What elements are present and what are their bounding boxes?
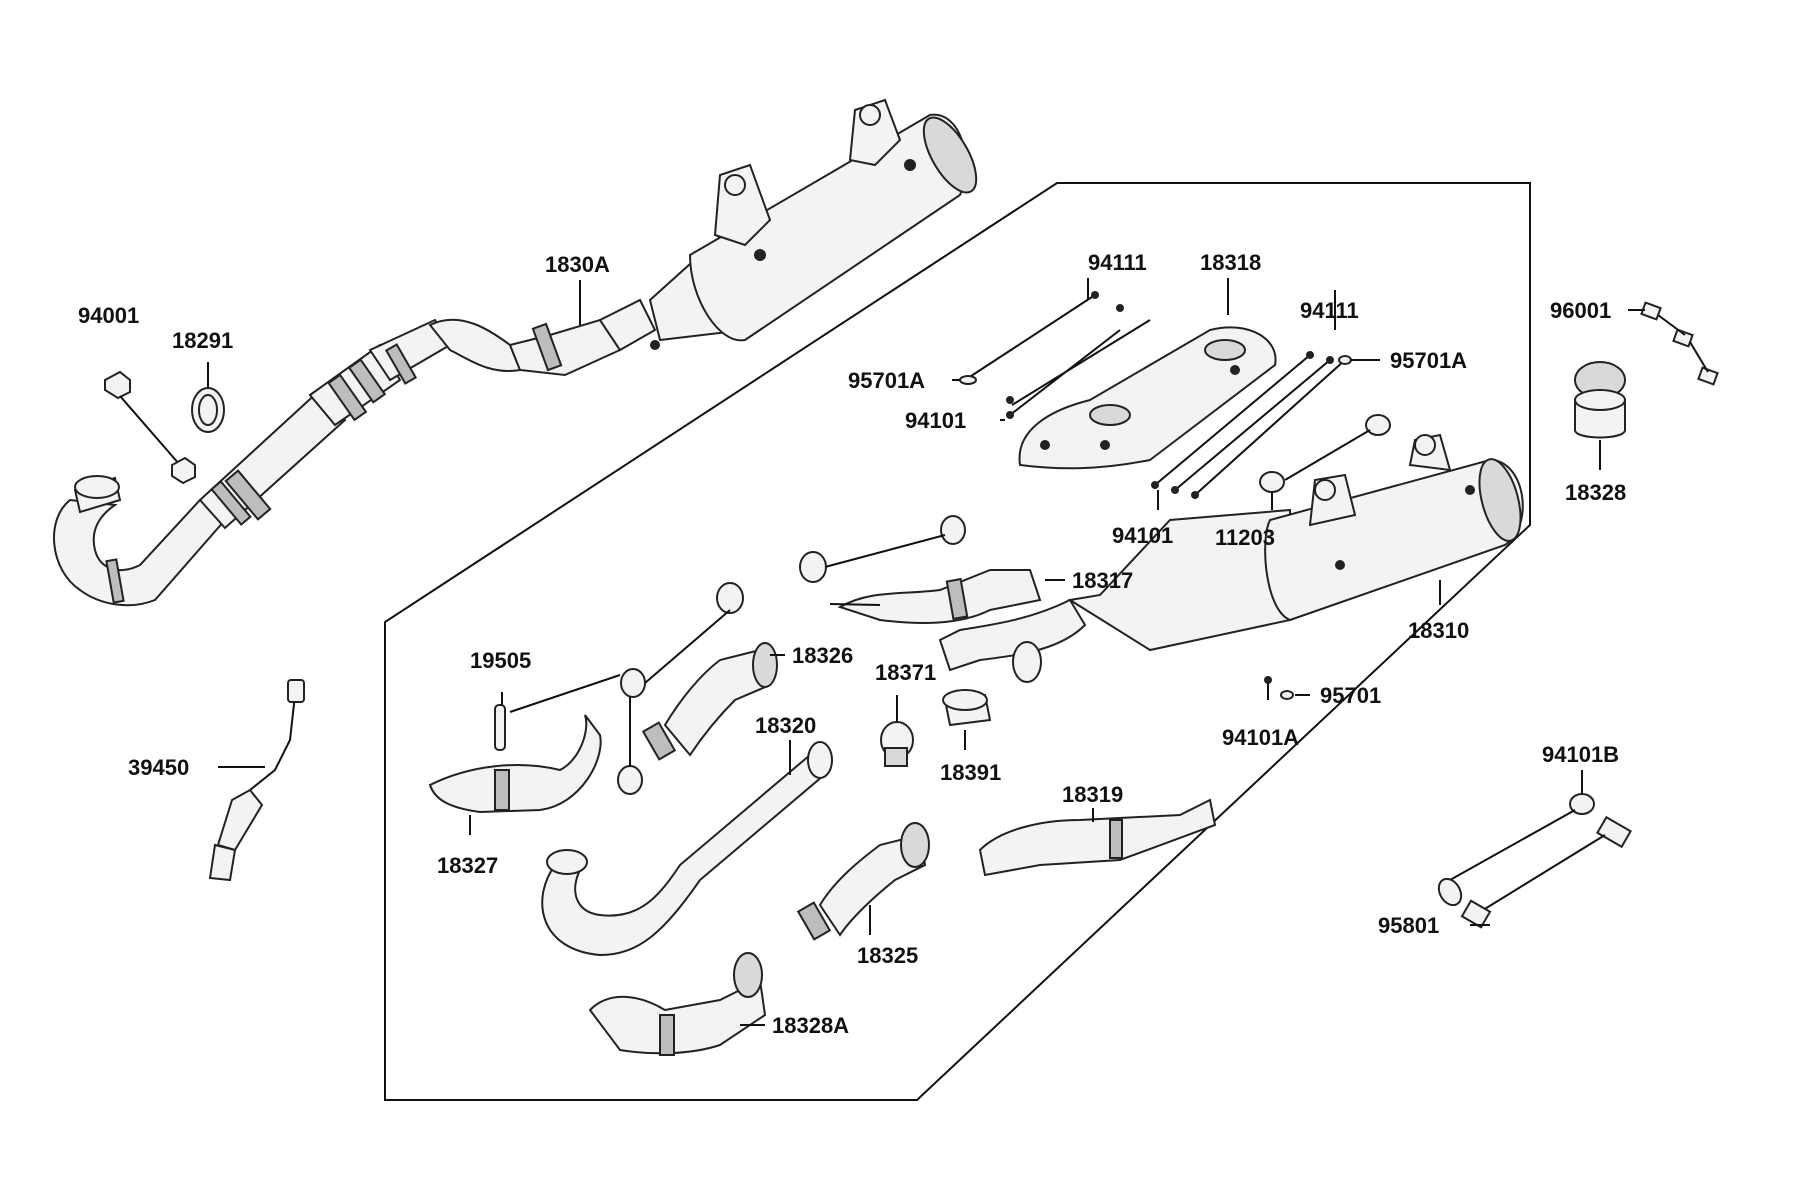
label-95701A-b: 95701A xyxy=(1390,348,1467,373)
label-96001: 96001 xyxy=(1550,298,1611,323)
clamps xyxy=(617,515,966,795)
end-cap-18328 xyxy=(1574,361,1626,439)
label-1830A: 1830A xyxy=(545,252,610,277)
label-18317: 18317 xyxy=(1072,568,1133,593)
oxygen-sensor-39450 xyxy=(208,679,305,882)
label-39450: 39450 xyxy=(128,755,189,780)
label-18328A: 18328A xyxy=(772,1013,849,1038)
label-94111-b: 94111 xyxy=(1300,298,1359,323)
ring-18291 xyxy=(191,387,225,433)
shield-fasteners xyxy=(959,291,1352,499)
muffler-18310 xyxy=(938,433,1524,683)
nut-94001 xyxy=(104,370,196,485)
label-95701: 95701 xyxy=(1320,683,1381,708)
label-18310: 18310 xyxy=(1408,618,1469,643)
bolts-96001 xyxy=(1640,301,1719,386)
link-pipe-18317 xyxy=(829,569,1042,624)
heat-shield-18318 xyxy=(1018,326,1277,470)
label-94001: 94001 xyxy=(78,303,139,328)
label-18291: 18291 xyxy=(172,328,233,353)
bolts-94101B-95801 xyxy=(1437,793,1632,929)
pipe-18320 xyxy=(541,741,833,957)
label-18318: 18318 xyxy=(1200,250,1261,275)
sleeve-18391 xyxy=(942,689,992,727)
subassembly-boundary xyxy=(384,182,1531,1101)
bolt-94101A xyxy=(1264,676,1294,700)
label-95701A-a: 95701A xyxy=(848,368,925,393)
label-94101A: 94101A xyxy=(1222,725,1299,750)
label-94101-a: 94101 xyxy=(905,408,966,433)
leader-lines xyxy=(207,278,1645,1026)
label-18371: 18371 xyxy=(875,660,936,685)
pipe-18325 xyxy=(796,822,930,941)
label-18320: 18320 xyxy=(755,713,816,738)
label-18327: 18327 xyxy=(437,853,498,878)
bushing-11203 xyxy=(1259,414,1391,493)
complete-exhaust-assembly xyxy=(53,98,978,607)
label-19505: 19505 xyxy=(470,648,531,673)
label-18325: 18325 xyxy=(857,943,918,968)
clamp-18371 xyxy=(880,721,914,767)
label-94111-a: 94111 xyxy=(1088,250,1147,275)
label-18328: 18328 xyxy=(1565,480,1626,505)
label-18391: 18391 xyxy=(940,760,1001,785)
pipe-18326 xyxy=(641,642,778,761)
pipe-18328A xyxy=(588,952,767,1056)
label-95801: 95801 xyxy=(1378,913,1439,938)
label-94101B: 94101B xyxy=(1542,742,1619,767)
shield-18327 xyxy=(428,714,602,814)
shield-18319 xyxy=(978,798,1217,877)
gasket-19505 xyxy=(494,674,621,751)
label-18319: 18319 xyxy=(1062,782,1123,807)
label-11203: 11203 xyxy=(1215,525,1275,550)
label-94101-b: 94101 xyxy=(1112,523,1173,548)
label-18326: 18326 xyxy=(792,643,853,668)
